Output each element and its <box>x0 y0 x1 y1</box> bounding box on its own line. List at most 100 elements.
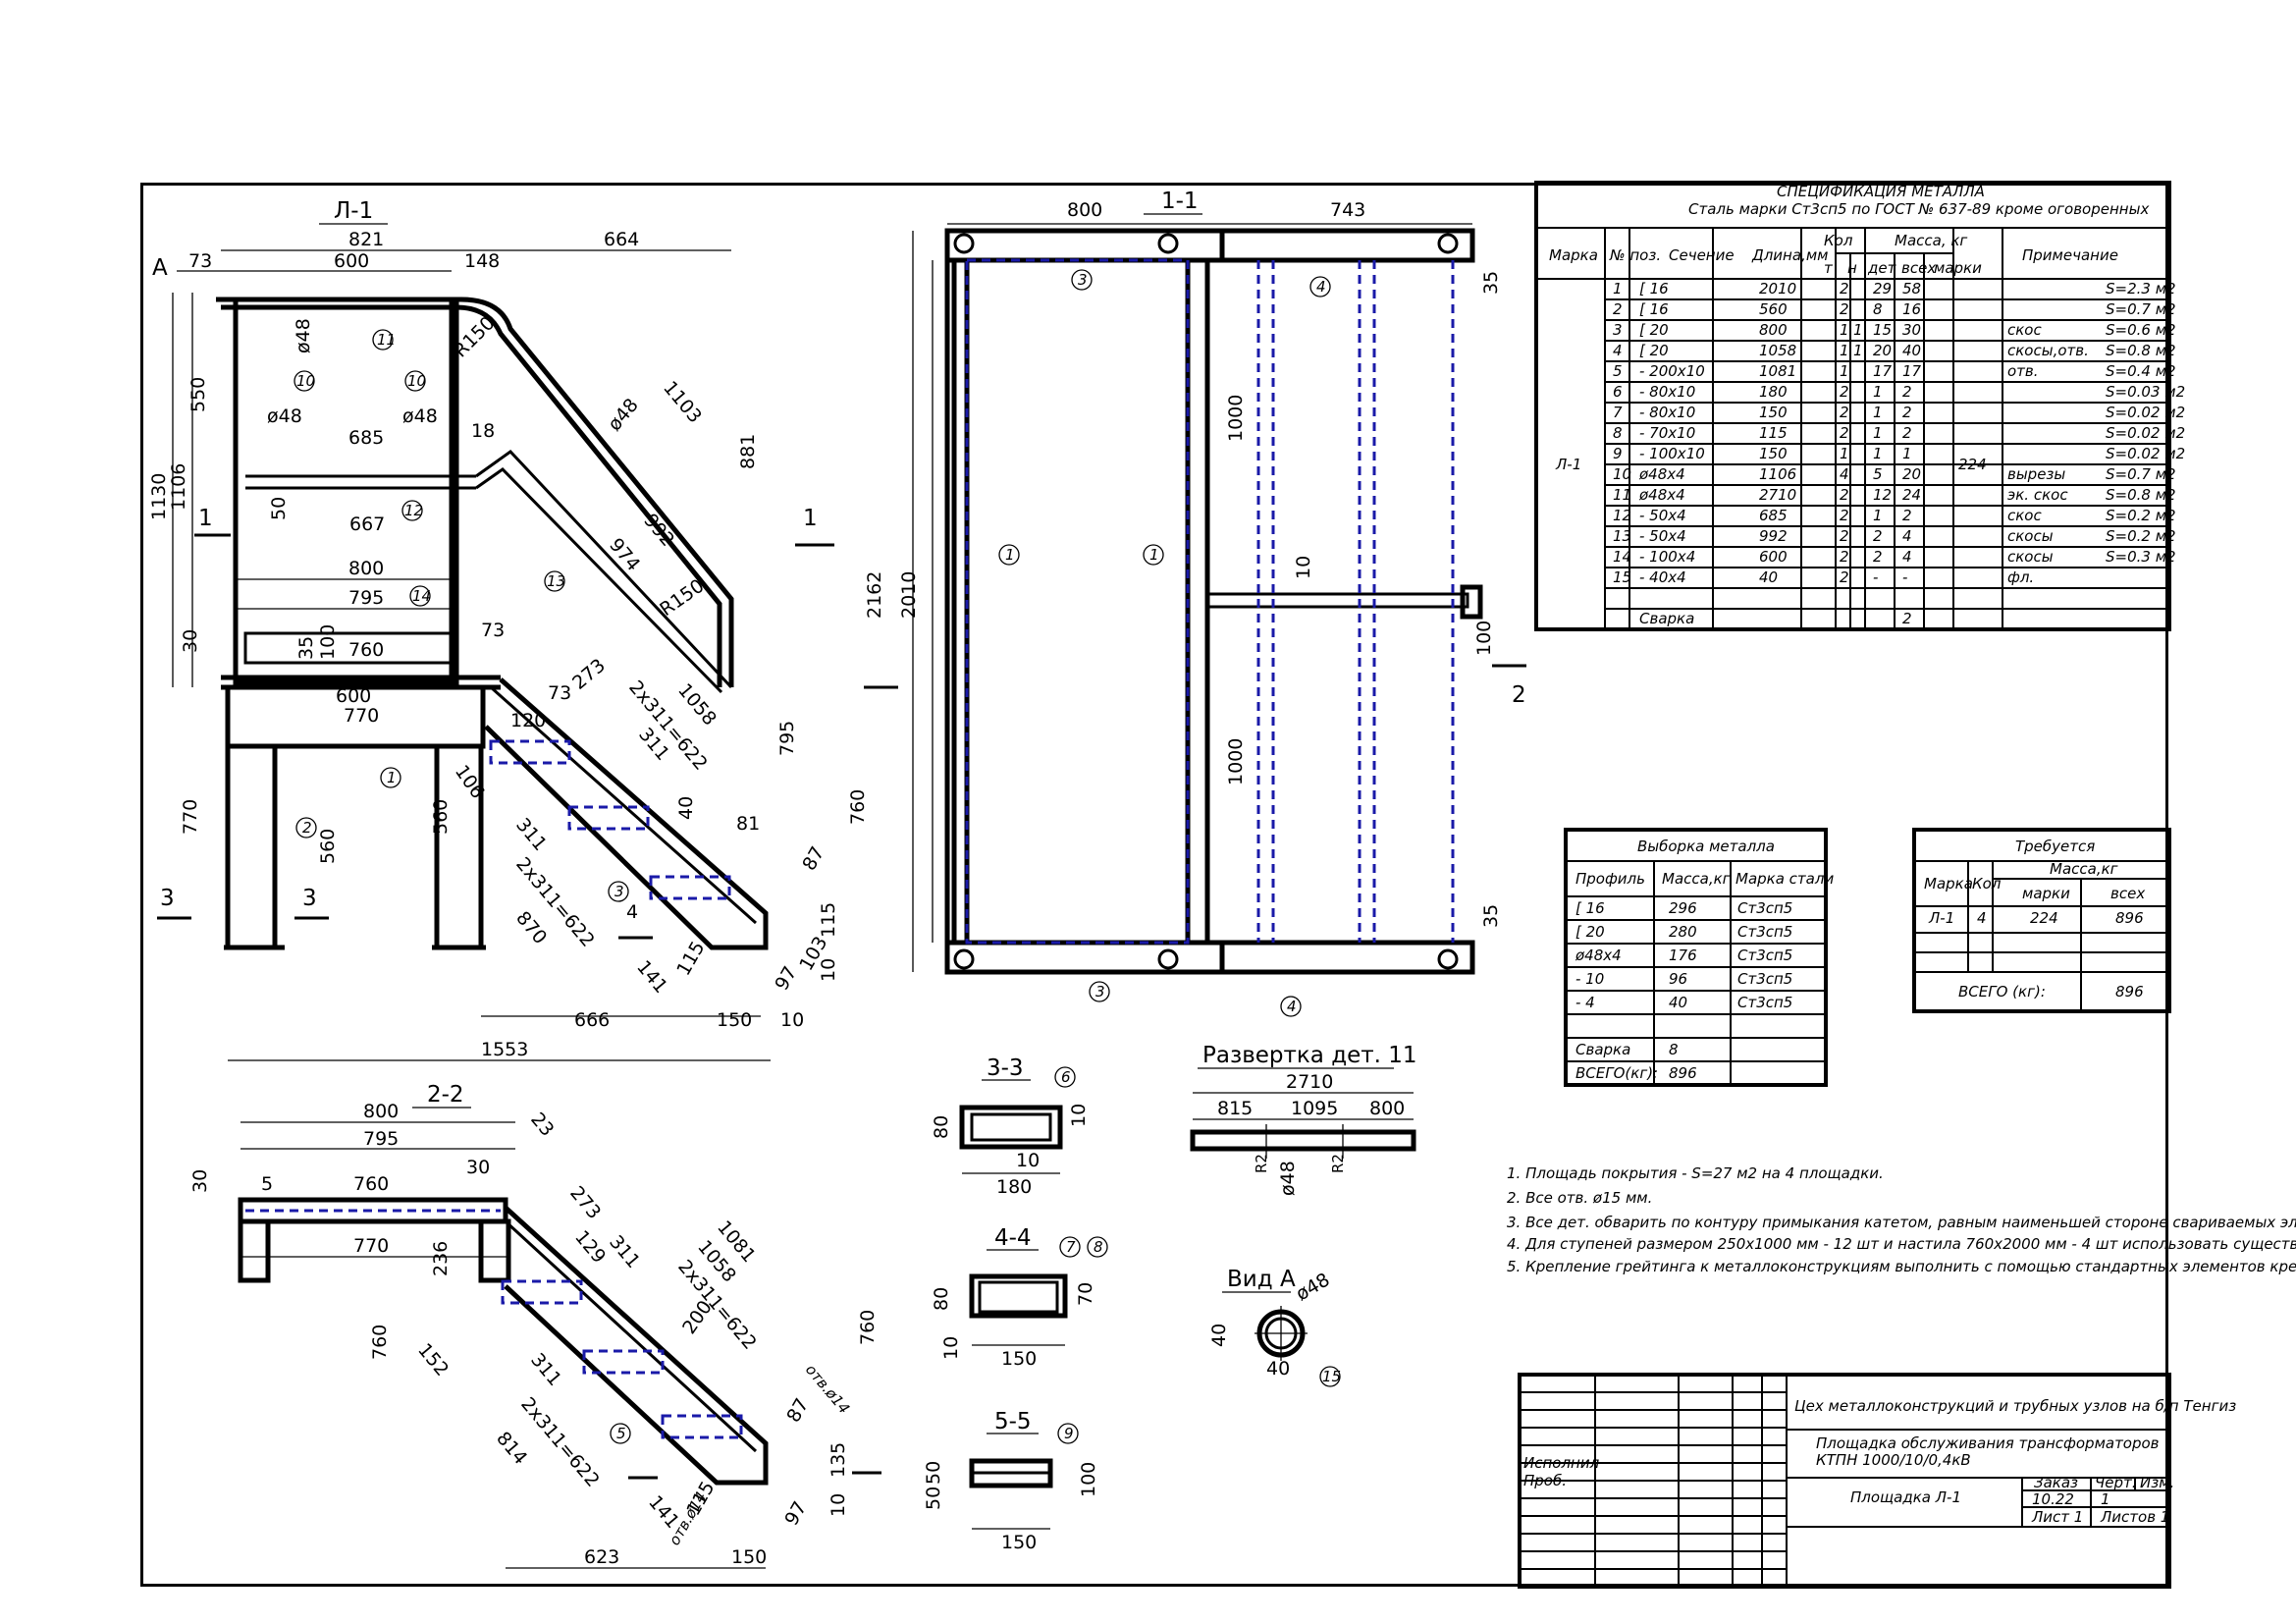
dim-d48-c: ø48 <box>402 406 438 427</box>
dim-22-760-l: 760 <box>369 1325 391 1360</box>
vyborka-cell-1: 40 <box>1669 994 1687 1011</box>
dim-dev-1095: 1095 <box>1291 1098 1338 1119</box>
callout-11: 11 <box>372 329 396 351</box>
dim-87: 87 <box>798 843 828 875</box>
svg-text:1: 1 <box>1005 546 1015 564</box>
dim-22-236: 236 <box>430 1241 452 1276</box>
callout-10-b: 10 <box>404 370 426 392</box>
treb-header-all: всех <box>2110 885 2145 902</box>
dim-974: 974 <box>605 534 644 575</box>
view-a: Вид А ø48 40 40 15 <box>1208 1267 1341 1387</box>
dim-550: 550 <box>187 377 209 412</box>
callout-55-9: 9 <box>1057 1423 1079 1444</box>
tb-role-1: Исполнил <box>1523 1454 1600 1472</box>
spec-cell-t: 2 <box>1840 548 1849 566</box>
spec-cell-all: 1 <box>1902 445 1912 462</box>
spec-cell-length: 685 <box>1759 507 1788 524</box>
callout-14: 14 <box>409 585 431 607</box>
vyborka-cell-1: 8 <box>1669 1041 1679 1058</box>
spec-cell-all: 24 <box>1902 486 1921 504</box>
dim-1000-a: 1000 <box>1225 395 1247 442</box>
tb-zakaz-label: Заказ <box>2034 1474 2078 1491</box>
spec-cell-length: 800 <box>1759 321 1788 339</box>
spec-cell-det: 1 <box>1873 404 1883 421</box>
spec-cell-all: 2 <box>1902 507 1912 524</box>
view-section-1-1: 1-1 800 743 35 2162 2010 1000 <box>864 189 1526 1017</box>
dim-40: 40 <box>675 796 697 820</box>
dim-73-b: 73 <box>481 620 505 641</box>
spec-cell-section: [ 20 <box>1639 342 1669 359</box>
dim-311-b: 311 <box>511 814 551 855</box>
vyborka-cell-2: Ст3сп5 <box>1737 923 1792 941</box>
dim-141: 141 <box>632 956 671 998</box>
svg-text:7: 7 <box>1066 1238 1076 1256</box>
treb-cell-all: 896 <box>2115 909 2144 927</box>
vyborka-cell-1: 176 <box>1669 947 1697 964</box>
dim-120: 120 <box>510 710 546 731</box>
spec-cell-section: ø48x4 <box>1638 465 1685 483</box>
spec-cell-section: - 50x4 <box>1639 507 1686 524</box>
spec-cell-pos: 7 <box>1613 404 1623 421</box>
dim-1000-b: 1000 <box>1225 738 1247 785</box>
spec-cell-all: 2 <box>1902 383 1912 401</box>
spec-cell-t: 2 <box>1840 404 1849 421</box>
dim-1058: 1058 <box>673 679 721 730</box>
vyborka-title: Выборка металла <box>1637 838 1775 855</box>
dim-795: 795 <box>348 587 384 609</box>
treb-header-marki: марки <box>2022 885 2070 902</box>
dim-44-10: 10 <box>940 1336 962 1360</box>
dim-22-30: 30 <box>189 1169 211 1193</box>
spec-cell-det: 29 <box>1873 280 1892 298</box>
spec-cell-note-left: скосы,отв. <box>2007 342 2089 359</box>
dim-22-152: 152 <box>413 1339 453 1380</box>
spec-cell-t: 1 <box>1840 445 1849 462</box>
callout-va-15: 15 <box>1319 1366 1341 1387</box>
section-mark-2-right: 2 <box>1512 682 1526 708</box>
dim-800-top: 800 <box>1067 199 1102 221</box>
vyborka-cell-0: Сварка <box>1575 1041 1630 1058</box>
dim-100-side: 100 <box>1473 621 1495 656</box>
spec-cell-pos: 15 <box>1613 568 1631 586</box>
dim-dev-d48: ø48 <box>1277 1161 1299 1196</box>
spec-cell-t: 2 <box>1840 568 1849 586</box>
spec-cell-all: 2 <box>1902 610 1912 627</box>
callout-2: 2 <box>295 817 317 839</box>
svg-text:15: 15 <box>1322 1368 1341 1385</box>
spec-cell-det: 8 <box>1873 300 1883 318</box>
view-section-2-2: 2-2 800 795 30 5 760 30 770 23 236 273 1… <box>189 1082 881 1569</box>
drawing-sheet-frame <box>140 183 2168 1587</box>
spec-cell-length: 600 <box>1759 548 1788 566</box>
spec-cell-length: 560 <box>1759 300 1788 318</box>
spec-cell-t: 2 <box>1840 424 1849 442</box>
dim-dev-r2-b: R2 <box>1329 1154 1347 1173</box>
dim-va-d48: ø48 <box>1293 1269 1334 1305</box>
dev11-title: Развертка дет. 11 <box>1202 1043 1417 1068</box>
spec-cell-note-right: S=2.3 м2 <box>2106 280 2176 298</box>
spec-header-pos: № поз. <box>1609 246 1661 264</box>
svg-text:10: 10 <box>407 372 426 390</box>
dim-10-b: 10 <box>780 1009 804 1031</box>
dim-44-80: 80 <box>931 1287 952 1311</box>
dim-22-795: 795 <box>363 1128 399 1150</box>
spec-header-mass: Масса, кг <box>1895 232 1967 249</box>
view-section-5-5: 5-5 50 50 100 150 9 <box>923 1409 1099 1553</box>
treb-cell-marki: 224 <box>2030 909 2058 927</box>
svg-text:4: 4 <box>1316 278 1326 296</box>
view-section-4-4: 4-4 80 70 10 150 7 8 <box>931 1225 1108 1370</box>
section-2-2-title: 2-2 <box>427 1082 464 1108</box>
dim-44-70: 70 <box>1075 1282 1096 1306</box>
spec-cell-note-left: фл. <box>2007 568 2034 586</box>
spec-cell-t: 4 <box>1840 465 1849 483</box>
spec-cell-length: 2710 <box>1759 486 1796 504</box>
spec-cell-pos: 9 <box>1613 445 1623 462</box>
vyborka-header-mass: Масса,кг <box>1662 870 1731 888</box>
section-mark-3-left: 3 <box>160 886 175 911</box>
note-5: 5. Крепление грейтинга к металлоконструк… <box>1507 1258 2296 1275</box>
dim-685: 685 <box>348 427 384 449</box>
treb-cell-qty: 4 <box>1977 909 1987 927</box>
spec-header-qty: Кол <box>1824 232 1853 249</box>
spec-cell-pos: 11 <box>1613 486 1631 504</box>
spec-cell-length: 150 <box>1759 404 1788 421</box>
dim-100: 100 <box>317 624 339 660</box>
